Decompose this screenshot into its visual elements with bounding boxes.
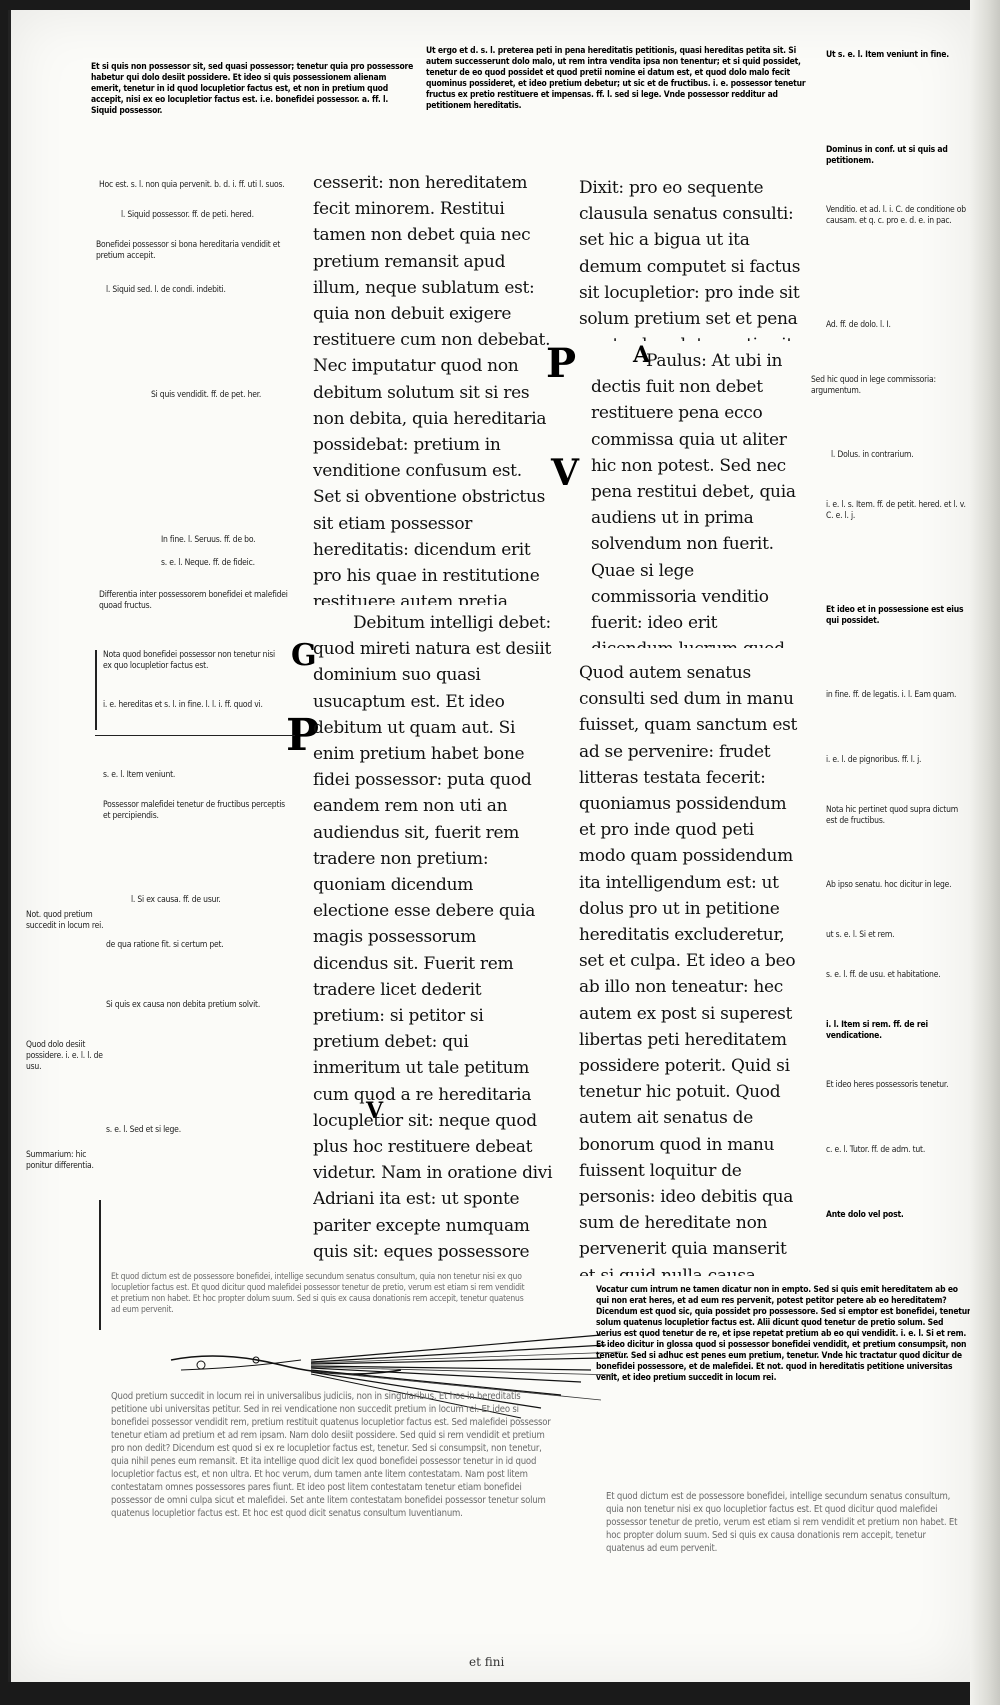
margin-right-gloss-4: Ad. ff. de dolo. l. I. [826,320,891,330]
bottom-right-faint-gloss: Et quod dictum est de possessore bonefid… [606,1491,960,1554]
margin-right-gloss-11: Nota hic pertinet quod supra dictum est … [826,805,961,826]
margin-left-gloss-16: Si quis ex causa non debita pretium solv… [106,1000,261,1010]
margin-right-gloss-13: ut s. e. l. Si et rem. [826,930,895,940]
margin-left-gloss-17: Quod dolo desiit possidere. i. e. l. l. … [26,1040,106,1072]
margin-left-gloss-1: Hoc est. s. l. non quia pervenit. b. d. … [99,180,285,190]
main-column-2-end: Quod autem senatus consulti sed dum in m… [579,663,798,1276]
margin-right-gloss-12: Ab ipso senatu. hoc dicitur in lege. [826,880,952,890]
margin-right-gloss-9: in fine. ff. de legatis. i. l. Eam quam. [826,690,957,700]
margin-right-gloss-8: Et ideo et in possessione est eius qui p… [826,605,966,626]
main-column-2-continued: Paulus: At ubi in dectis fuit non debet … [591,351,796,648]
bottom-left-gloss: Quod pretium succedit in locum rei in un… [111,1391,551,1519]
margin-right-gloss-5: Sed hic quod in lege commissoria: argume… [811,375,939,396]
initial-letter-g: G [291,638,317,673]
main-column-1-continued: Debitum intelligi debet: quod mireti nat… [313,613,553,1270]
margin-left-gloss-2: l. Siquid possessor. ff. de peti. hered. [121,210,254,220]
margin-right-gloss-14: s. e. l. ff. de usu. et habitatione. [826,970,941,980]
left-margin-bracket-line-2 [99,1200,101,1330]
header-gloss-left: Et si quis non possessor sit, sed quasi … [91,62,416,116]
margin-left-gloss-15: de qua ratione fit. si certum pet. [106,940,224,950]
initial-letter-v-small: V [366,1098,384,1124]
left-margin-underline [95,735,295,736]
initial-letter-a: A [633,342,651,368]
margin-left-gloss-10: i. e. hereditas et s. l. in fine. l. l. … [103,700,263,710]
main-column-1: cesserit: non hereditatem fecit minorem.… [313,173,551,605]
margin-right-gloss-6: l. Dolus. in contrarium. [831,450,914,460]
catchword: et fini [469,1655,505,1669]
main-column-2: Dixit: pro eo sequente clausula senatus … [579,178,801,341]
bottom-faint-gloss: Et quod dictum est de possessore bonefid… [111,1272,527,1315]
left-margin-bracket-line [95,650,97,730]
margin-left-gloss-5: Si quis vendidit. ff. de pet. her. [151,390,262,400]
margin-left-gloss-3: Bonefidei possessor si bona hereditaria … [96,240,283,261]
manuscript-page: Et si quis non possessor sit, sed quasi … [8,10,971,1682]
margin-left-gloss-11: s. e. l. Item veniunt. [103,770,176,780]
margin-right-gloss-15: i. l. Item si rem. ff. de rei vendicatio… [826,1020,931,1041]
margin-left-gloss-19: Summarium: hic ponitur differentia. [26,1150,94,1171]
initial-letter-v: V [551,452,579,494]
header-gloss-right: Ut ergo et d. s. l. preterea peti in pen… [426,46,808,111]
margin-right-gloss-3: Venditio. et ad. l. i. C. de conditione … [826,205,966,226]
margin-right-gloss-2: Dominus in conf. ut si quis ad petitione… [826,145,951,166]
margin-left-gloss-18: s. e. l. Sed et si lege. [106,1125,181,1135]
initial-letter-p: P [546,340,577,387]
margin-right-gloss-18: Ante dolo vel post. [826,1210,904,1220]
margin-left-gloss-14: Not. quod pretium succedit in locum rei. [26,910,104,931]
margin-right-gloss-16: Et ideo heres possessoris tenetur. [826,1080,949,1090]
margin-right-gloss-17: c. e. l. Tutor. ff. de adm. tut. [826,1145,926,1155]
margin-left-gloss-9: Nota quod bonefidei possessor non tenetu… [103,650,278,671]
margin-right-gloss-1: Ut s. e. l. Item veniunt in fine. [826,50,949,60]
margin-right-gloss-7: i. e. l. s. Item. ff. de petit. hered. e… [826,500,966,521]
margin-left-gloss-4: l. Siquid sed. l. de condi. indebiti. [106,285,226,295]
margin-left-gloss-8: Differentia inter possessorem bonefidei … [99,590,288,611]
margin-left-gloss-7: s. e. l. Neque. ff. de fideic. [161,558,255,568]
margin-left-gloss-6: In fine. l. Seruus. ff. de bo. [161,535,256,545]
pen-flourish-decoration [170,1334,621,1419]
page-gutter [970,0,1000,1705]
margin-right-gloss-10: i. e. l. de pignoribus. ff. l. j. [826,755,922,765]
margin-left-gloss-13: l. Si ex causa. ff. de usur. [131,895,221,905]
margin-left-gloss-12: Possessor malefidei tenetur de fructibus… [103,800,288,821]
bottom-right-gloss: Vocatur cum intrum ne tamen dicatur non … [596,1285,971,1383]
